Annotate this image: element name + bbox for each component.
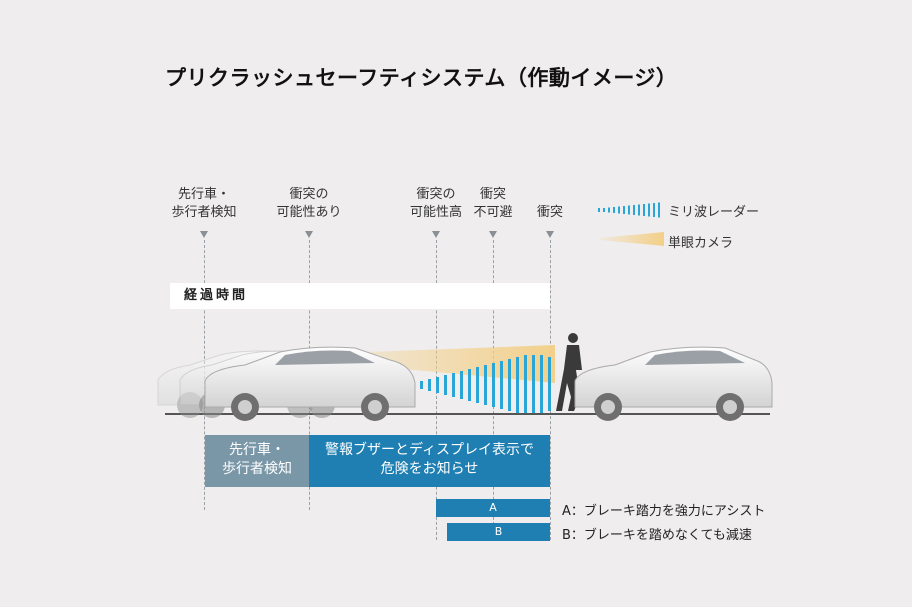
marker-line2: 可能性あり — [276, 205, 342, 220]
marker-possible: 衝突の 可能性あり — [264, 186, 354, 222]
radar-legend-label: ミリ波レーダー — [668, 205, 760, 220]
phase-warning-block: 警報ブザーとディスプレイ表示で 危険をお知らせ — [309, 435, 550, 487]
phase-line1: 警報ブザーとディスプレイ表示で — [324, 442, 535, 458]
marker-line1: 衝突の — [416, 187, 456, 202]
phase-line2: 危険をお知らせ — [380, 461, 479, 477]
marker-line2: 歩行者検知 — [171, 205, 237, 220]
marker-line1: 衝突 — [479, 187, 506, 202]
radar-waves — [420, 355, 551, 413]
marker-line1: 衝突の — [289, 187, 329, 202]
marker-tick-collision — [546, 231, 554, 238]
phase-detect-block: 先行車・ 歩行者検知 — [205, 435, 309, 487]
marker-line1: 先行車・ — [177, 187, 230, 202]
road-scene — [157, 333, 773, 421]
marker-line2: 可能性高 — [409, 205, 462, 220]
brake-assist-bar-a: A — [436, 499, 550, 517]
marker-detect: 先行車・ 歩行者検知 — [164, 186, 244, 222]
radar-legend-icon — [598, 202, 660, 218]
brake-assist-desc-a: A：ブレーキ踏力を強力にアシスト — [562, 504, 766, 519]
phase-line1: 先行車・ — [229, 442, 285, 458]
lead-car — [574, 346, 773, 421]
main-car — [204, 346, 416, 421]
brake-decel-bar-b: B — [447, 523, 550, 541]
marker-line1: 衝突 — [536, 205, 563, 220]
road-line — [165, 413, 770, 415]
marker-tick-possible — [305, 231, 313, 238]
camera-legend-label: 単眼カメラ — [668, 236, 734, 251]
brake-decel-desc-b: B：ブレーキを踏めなくても減速 — [562, 528, 752, 543]
marker-high: 衝突の 可能性高 — [398, 186, 474, 222]
diagram-title: プリクラッシュセーフティシステム（作動イメージ） — [165, 66, 678, 90]
marker-tick-detect — [200, 231, 208, 238]
marker-collision: 衝突 — [528, 204, 572, 222]
marker-tick-high — [432, 231, 440, 238]
marker-unavoidable: 衝突 不可避 — [466, 186, 520, 222]
marker-line2: 不可避 — [473, 205, 513, 220]
camera-legend-icon — [600, 232, 664, 246]
elapsed-time-bar: 経過時間 — [170, 283, 550, 309]
phase-line2: 歩行者検知 — [222, 461, 292, 477]
marker-tick-unavoidable — [489, 231, 497, 238]
